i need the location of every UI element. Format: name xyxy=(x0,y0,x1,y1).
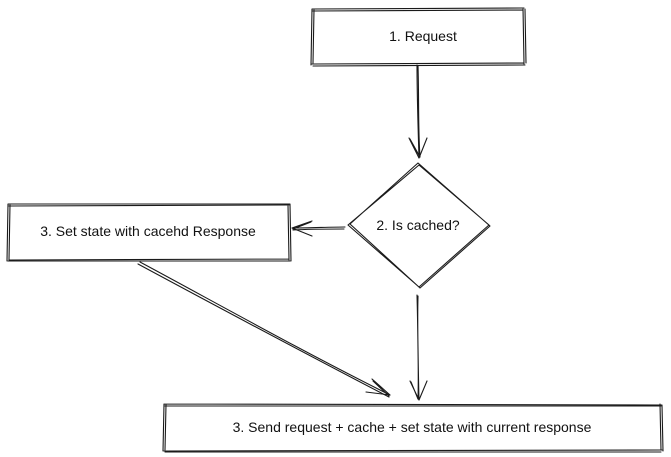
node-request-label: 1. Request xyxy=(389,28,457,44)
node-send-request: 3. Send request + cache + set state with… xyxy=(162,403,664,453)
node-is-cached-diamond xyxy=(347,162,491,289)
arrow-is-cached-to-set-state-line xyxy=(291,226,346,231)
node-is-cached: 2. Is cached? xyxy=(347,162,491,289)
arrow-is-cached-to-set-state xyxy=(291,220,346,237)
arrow-request-to-is-cached-head xyxy=(408,137,428,159)
node-set-state-cached-label: 3. Set state with cacehd Response xyxy=(40,223,256,239)
node-request-box xyxy=(310,7,527,67)
node-request: 1. Request xyxy=(310,7,527,67)
arrow-is-cached-to-send-request-line xyxy=(416,294,420,401)
node-is-cached-label: 2. Is cached? xyxy=(376,217,459,233)
node-set-state-cached-box xyxy=(6,203,292,262)
arrow-is-cached-to-send-request-head xyxy=(409,380,428,401)
node-send-request-label: 3. Send request + cache + set state with… xyxy=(233,419,592,435)
arrow-is-cached-to-send-request xyxy=(409,294,428,401)
arrow-set-state-to-send-request xyxy=(137,261,391,398)
node-set-state-cached: 3. Set state with cacehd Response xyxy=(6,203,292,262)
arrow-request-to-is-cached-line xyxy=(416,64,421,159)
arrow-is-cached-to-set-state-head xyxy=(291,220,313,237)
node-send-request-box xyxy=(162,403,664,453)
arrow-request-to-is-cached xyxy=(408,64,428,159)
arrow-set-state-to-send-request-line xyxy=(137,261,391,398)
arrow-set-state-to-send-request-head xyxy=(365,378,391,397)
